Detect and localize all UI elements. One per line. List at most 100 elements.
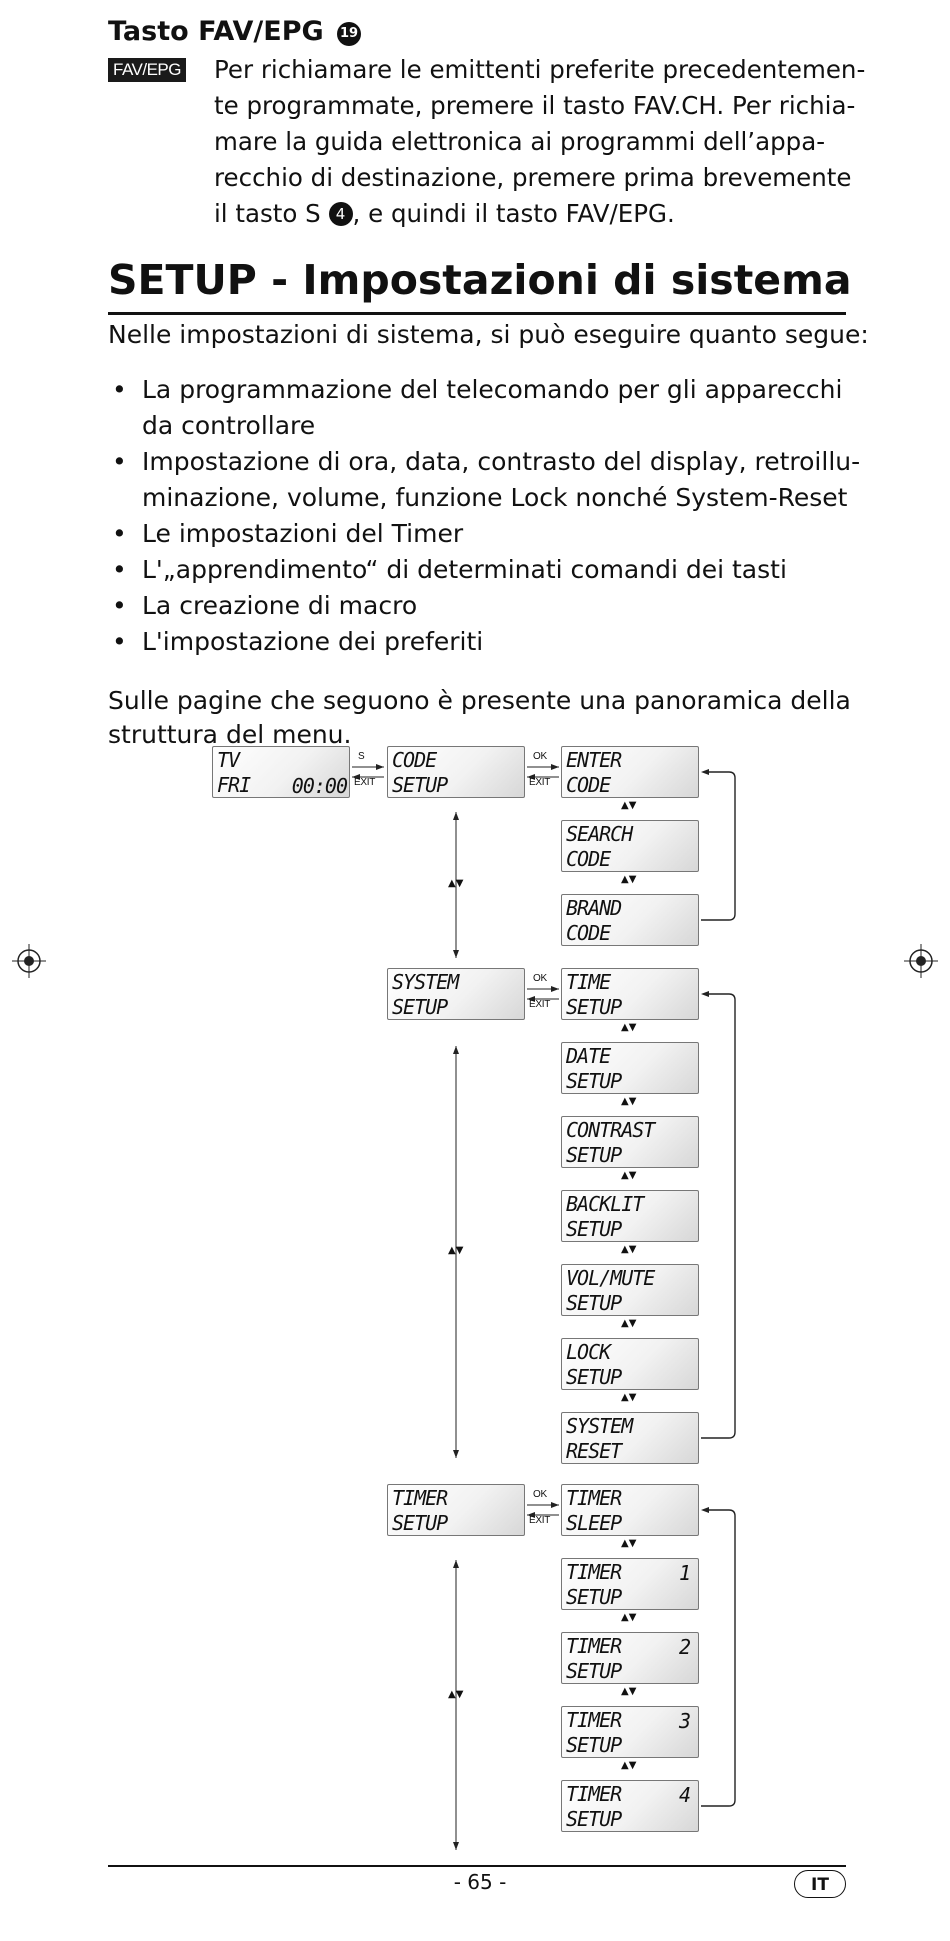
- home-to-code-forward-head: [376, 764, 384, 770]
- lcd-line-2: SETUP: [566, 1217, 622, 1241]
- overview-line: Sulle pagine che seguono è presente una …: [108, 686, 851, 715]
- lcd-line-1: BACKLIT: [566, 1192, 644, 1216]
- lcd-line-1: LOCK: [566, 1340, 611, 1364]
- lcd-line-1: TIME: [566, 970, 611, 994]
- lcd-line-2: SETUP: [566, 1365, 622, 1389]
- updown-arrows: ▲▼: [448, 878, 464, 889]
- setup-bullet-item: • Le impostazioni del Timer: [108, 516, 868, 552]
- lcd-line-2: SETUP: [392, 773, 448, 797]
- home-to-code-back-head: [352, 774, 360, 780]
- overview-paragraph: Sulle pagine che seguono è presente una …: [108, 684, 851, 752]
- timer-forward-head: [551, 1502, 559, 1508]
- bullet-dot: •: [112, 375, 127, 404]
- lcd-timer-number: 3: [678, 1709, 691, 1733]
- lcd-line-2: SETUP: [566, 995, 622, 1019]
- bullet-text: La programmazione del telecomando per gl…: [142, 375, 843, 404]
- bullet-dot: •: [112, 519, 127, 548]
- system-exit-label: EXIT: [529, 999, 551, 1010]
- updown-arrows: ▲▼: [621, 874, 637, 885]
- fav-heading: Tasto FAV/EPG 19: [108, 16, 362, 47]
- bullet-text: L'„apprendimento“ di determinati comandi…: [142, 555, 787, 584]
- lcd-timer-number: 1: [678, 1561, 691, 1585]
- system-timer-nav-head-down: [453, 1450, 459, 1458]
- bullet-dot: •: [112, 627, 127, 656]
- fav-line: mare la guida elettronica ai programmi d…: [214, 127, 826, 156]
- lcd-line-1: SYSTEM: [392, 970, 459, 994]
- fav-epg-key-label: FAV/EPG: [108, 58, 186, 82]
- lcd-line-1: ENTER: [566, 748, 622, 772]
- code-system-nav-head-up: [453, 812, 459, 820]
- lcd-line-1: TIMER: [566, 1782, 622, 1806]
- lcd-line-1: TIMER: [392, 1486, 448, 1510]
- timer-back-head: [527, 1512, 535, 1518]
- code-forward-head: [551, 764, 559, 770]
- bullet-text: da controllare: [142, 411, 316, 440]
- lcd-line-2: SETUP: [566, 1585, 622, 1609]
- setup-heading: SETUP - Impostazioni di sistema: [108, 256, 852, 304]
- setup-bullet-list: • La programmazione del telecomando per g…: [108, 372, 868, 660]
- lcd-line-1: TIMER: [566, 1634, 622, 1658]
- lcd-line-1: CODE: [392, 748, 437, 772]
- code-loop-arrow-head: [701, 769, 709, 775]
- bullet-text: Impostazione di ora, data, contrasto del…: [142, 447, 861, 476]
- overview-line: struttura del menu.: [108, 720, 352, 749]
- code-system-nav-head-down: [453, 950, 459, 958]
- lcd-line-2: SETUP: [566, 1733, 622, 1757]
- updown-arrows: ▲▼: [621, 1022, 637, 1033]
- system-key-label: OK: [533, 973, 547, 984]
- lcd-line-1: TIMER: [566, 1486, 622, 1510]
- updown-arrows: ▲▼: [448, 1689, 464, 1700]
- fav-line: recchio di destinazione, premere prima b…: [214, 163, 852, 192]
- setup-intro: Nelle impostazioni di sistema, si può es…: [108, 320, 869, 349]
- lcd-timer-number: 2: [678, 1635, 691, 1659]
- code-back-head: [527, 774, 535, 780]
- home-to-code-key-label: S: [358, 751, 365, 762]
- bullet-text: Le impostazioni del Timer: [142, 519, 464, 548]
- updown-arrows: ▲▼: [621, 1392, 637, 1403]
- fav-line: Per richiamare le emittenti preferite pr…: [214, 55, 866, 84]
- lcd-line-2: SETUP: [566, 1143, 622, 1167]
- system-back-head: [527, 996, 535, 1002]
- updown-arrows: ▲▼: [448, 1245, 464, 1256]
- code-exit-label: EXIT: [529, 777, 551, 788]
- setup-bullet-item: •Impostazione di ora, data, contrasto de…: [108, 444, 868, 516]
- lcd-line-2: SLEEP: [566, 1511, 622, 1535]
- lcd-line-1: TIMER: [566, 1708, 622, 1732]
- system-loop-arrow: [701, 993, 736, 1439]
- lcd-line-2: SETUP: [566, 1069, 622, 1093]
- heading-rule: [108, 312, 846, 315]
- updown-arrows: ▲▼: [621, 1612, 637, 1623]
- lcd-line-1: VOL/MUTE: [566, 1266, 655, 1290]
- bullet-text: L'impostazione dei preferiti: [142, 627, 484, 656]
- lcd-line-1: SYSTEM: [566, 1414, 633, 1438]
- system-loop-arrow-head: [701, 991, 709, 997]
- lcd-line-2: SETUP: [392, 995, 448, 1019]
- code-key-label: OK: [533, 751, 547, 762]
- bullet-dot: •: [112, 591, 127, 620]
- timer-exit-label: EXIT: [529, 1515, 551, 1526]
- lcd-line-2: SETUP: [566, 1291, 622, 1315]
- registration-mark-right: [904, 944, 938, 978]
- lcd-line-2: SETUP: [566, 1807, 622, 1831]
- updown-arrows: ▲▼: [621, 1096, 637, 1107]
- page-number: - 65 -: [453, 1870, 507, 1894]
- lcd-line-2: CODE: [566, 921, 611, 945]
